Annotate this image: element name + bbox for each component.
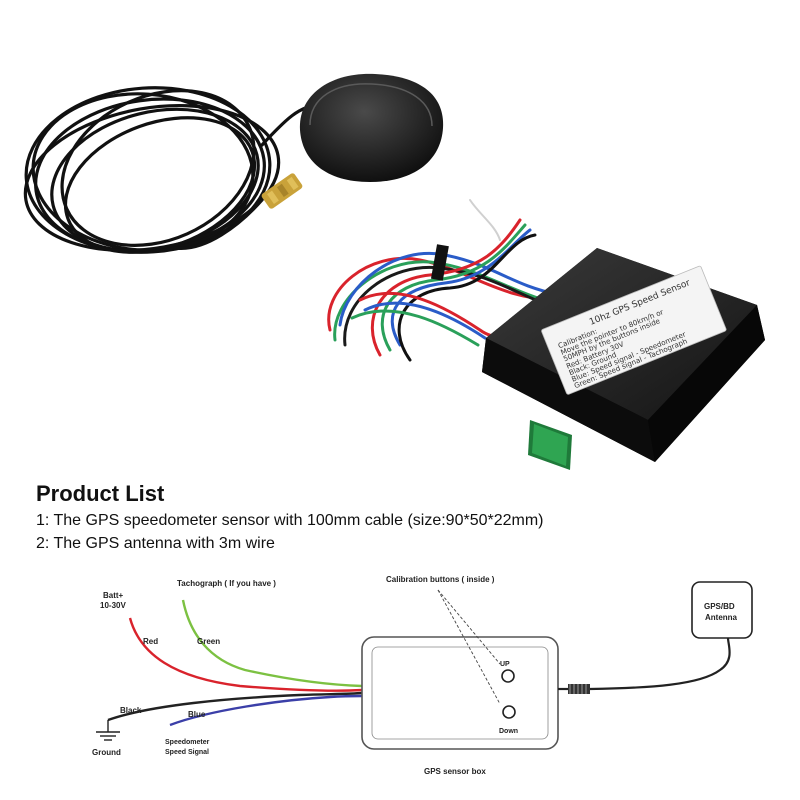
gps-antenna-icon (691, 581, 753, 639)
antenna-label-2: Antenna (705, 613, 738, 622)
red-wire-label: Red (143, 637, 158, 646)
batt-label: Batt+ (103, 591, 124, 600)
product-list-title: Product List (36, 481, 165, 506)
product-list: Product List 1: The GPS speedometer sens… (36, 480, 776, 554)
tachograph-label: Tachograph ( If you have ) (177, 579, 276, 588)
speedometer-label: Speedometer (165, 739, 210, 746)
product-list-item: 1: The GPS speedometer sensor with 100mm… (36, 512, 544, 529)
product-photo: 10hz GPS Speed Sensor Calibration: Move … (23, 73, 765, 470)
black-wire-label: Black (120, 706, 142, 715)
antenna-cable (558, 637, 731, 694)
up-button[interactable] (501, 669, 515, 683)
ground-icon (96, 720, 120, 741)
blue-wire (169, 694, 363, 727)
black-wire (107, 691, 363, 722)
sma-connector (261, 173, 303, 209)
gps-sensor-box-label: GPS sensor box (424, 767, 486, 776)
antenna-cable-coil (23, 86, 322, 254)
product-list-item: 2: The GPS antenna with 3m wire (36, 535, 275, 552)
ground-label: Ground (92, 748, 121, 757)
green-wire (181, 599, 363, 688)
gps-antenna-puck (299, 73, 444, 182)
sensor-box: 10hz GPS Speed Sensor Calibration: Move … (482, 248, 765, 470)
batt-voltage-label: 10-30V (100, 601, 126, 610)
antenna-label: GPS/BD (704, 602, 735, 611)
calibration-label: Calibration buttons ( inside ) (386, 575, 495, 584)
up-button-label: UP (500, 661, 510, 668)
calibration-pointer-lines (437, 589, 501, 705)
speed-signal-label: Speed Signal (165, 749, 209, 756)
blue-wire-label: Blue (188, 710, 206, 719)
red-wire (128, 617, 363, 692)
wire-bundle (327, 199, 562, 362)
green-wire-label: Green (197, 637, 220, 646)
down-button-label: Down (499, 728, 518, 735)
wiring-diagram: Batt+ 10-30V Tachograph ( If you have ) … (92, 575, 753, 776)
down-button[interactable] (502, 705, 516, 719)
gps-sensor-box (361, 636, 559, 750)
